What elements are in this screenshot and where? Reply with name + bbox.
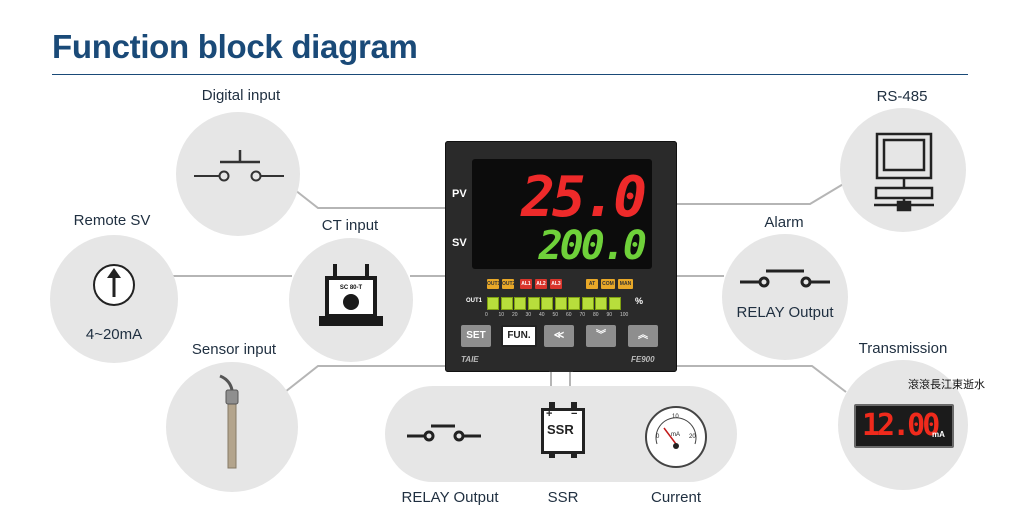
bar-segment [554, 297, 567, 310]
bar-tick: 30 [525, 312, 532, 318]
relay-contact-icon [740, 269, 830, 288]
bar-label: OUT1 [466, 298, 483, 304]
temperature-controller: PV SV 25.0 200.0 OUT1 OUT2 AL1 AL2 AL3 A… [445, 141, 677, 372]
bar-segment [487, 297, 499, 310]
bar-segment [514, 297, 526, 310]
rs485-circle [840, 108, 966, 232]
bar-tick: 50 [552, 312, 559, 318]
bar-tick: 20 [512, 312, 518, 318]
push-switch-icon [194, 150, 284, 182]
bar-segment [595, 297, 607, 310]
wire-rs485 [677, 182, 846, 205]
bar-tick: 100 [620, 312, 629, 318]
ct-marking: SC 80-T [339, 285, 363, 291]
output-panel: + − SSR 0 10 20 mA [385, 386, 737, 482]
meter-tick-0: 0 [656, 434, 660, 440]
transmission-note: 滾滾長江東逝水 [908, 379, 985, 391]
bar-segment [527, 297, 540, 310]
remote-sv-range: 4~20mA [85, 326, 143, 343]
bar-segment [568, 297, 580, 310]
indicator-al1: AL1 [520, 279, 532, 289]
bar-tick: 10 [498, 312, 505, 318]
bar-tick: 90 [606, 312, 613, 318]
current-label: Current [650, 489, 702, 506]
wire-digital-input [294, 189, 445, 209]
down-key[interactable]: ︾ [586, 325, 616, 347]
bar-tick: 60 [566, 312, 572, 318]
transmission-meter-display: 12.00 mA [854, 404, 954, 448]
meter-tick-20: 20 [689, 434, 696, 440]
brand-name: TAIE [461, 355, 479, 364]
meter-tick-10: 10 [672, 414, 679, 420]
controller-terminal [549, 368, 573, 372]
pv-value: 25.0 [521, 165, 647, 230]
up-key[interactable]: ︽ [628, 325, 658, 347]
shift-key[interactable]: ≪ [544, 325, 574, 347]
bar-segment [500, 297, 513, 310]
indicator-al3: AL3 [550, 279, 562, 289]
transmission-value: 12.00 [862, 408, 940, 443]
current-transformer-icon [319, 264, 383, 326]
alarm-circle: RELAY Output [722, 234, 848, 360]
indicator-man: MAN [618, 279, 633, 289]
ssr-plus: + [546, 408, 553, 420]
transmission-label: Transmission [858, 340, 948, 357]
ssr-icon: + − SSR [541, 402, 585, 458]
indicator-at: AT [586, 279, 598, 289]
computer-icon [874, 132, 934, 212]
bar-tick: 40 [539, 312, 545, 318]
indicator-al2: AL2 [535, 279, 547, 289]
page-title: Function block diagram [52, 28, 418, 65]
thermocouple-icon [219, 374, 239, 469]
bar-segment [541, 297, 553, 310]
meter-unit: mA [671, 432, 680, 438]
ssr-text: SSR [547, 422, 574, 437]
wire-sensor-input [284, 365, 445, 393]
alarm-label: Alarm [764, 214, 804, 231]
remote-sv-label: Remote SV [73, 212, 151, 229]
title-underline [52, 74, 968, 75]
sensor-input-circle [166, 362, 298, 492]
ssr-label: SSR [547, 489, 579, 506]
alarm-relay-output: RELAY Output [736, 304, 834, 321]
bar-tick: 70 [579, 312, 586, 318]
sensor-input-label: Sensor input [191, 341, 277, 358]
digital-input-label: Digital input [201, 87, 281, 104]
indicator-out1: OUT1 [487, 279, 501, 289]
set-key[interactable]: SET [461, 325, 491, 347]
transmission-circle: 滾滾長江東逝水 12.00 mA [838, 360, 985, 490]
current-source-icon [93, 264, 135, 306]
ct-input-label: CT input [321, 217, 379, 234]
indicator-out2: OUT2 [502, 279, 516, 289]
sv-value: 200.0 [538, 223, 647, 269]
fun-key[interactable]: FUN. [501, 325, 537, 347]
relay-output-icon [407, 424, 481, 442]
ammeter-icon: 0 10 20 mA [645, 406, 707, 468]
ct-input-circle: SC 80-T [289, 238, 413, 362]
ssr-minus: − [571, 408, 578, 420]
pv-label: PV [452, 188, 467, 200]
bar-tick: 80 [593, 312, 599, 318]
digital-input-circle [176, 112, 300, 236]
relay-output-label: RELAY Output [401, 489, 499, 506]
bar-segment [608, 297, 621, 310]
wire-transmission [677, 365, 847, 393]
sv-label: SV [452, 237, 467, 249]
rs485-label: RS-485 [876, 88, 928, 105]
bar-segment [581, 297, 594, 310]
bar-tick: 0 [485, 312, 488, 318]
indicator-com: COM [601, 279, 615, 289]
lcd-display: 25.0 200.0 [472, 159, 652, 269]
remote-sv-circle: 4~20mA [50, 235, 178, 363]
bar-unit: % [635, 296, 644, 306]
model-name: FE900 [631, 355, 655, 364]
transmission-unit: mA [932, 430, 945, 439]
